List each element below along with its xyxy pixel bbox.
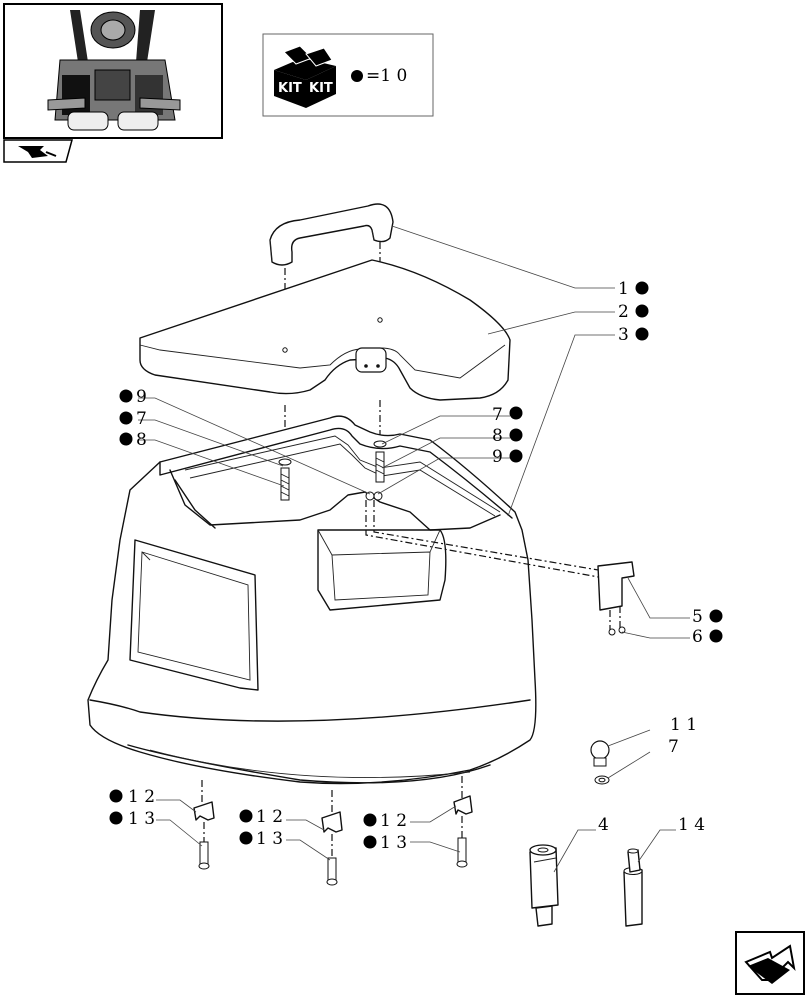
svg-text:3: 3 — [618, 325, 629, 345]
svg-text:1: 1 — [618, 279, 629, 299]
svg-text:2: 2 — [618, 302, 629, 322]
callout-13-center: 1 3 — [239, 829, 283, 849]
svg-text:8: 8 — [136, 430, 147, 450]
svg-text:8: 8 — [492, 426, 503, 446]
pin-part — [623, 848, 643, 927]
callout-6: 6 — [692, 627, 723, 647]
callout-4: 4 — [598, 815, 609, 835]
callout-1: 1 — [618, 279, 649, 299]
console-body-part — [87, 415, 537, 785]
svg-text:1 4: 1 4 — [678, 815, 705, 835]
callout-7-bottom: 7 — [668, 737, 679, 757]
ball-joint-part — [590, 740, 610, 785]
kit-label-left: KIT — [278, 81, 302, 96]
callout-14: 1 4 — [678, 815, 705, 835]
svg-text:1 3: 1 3 — [128, 809, 155, 829]
clip-center — [365, 491, 383, 501]
svg-text:4: 4 — [598, 815, 609, 835]
svg-text:1 3: 1 3 — [256, 829, 283, 849]
callout-8-left: 8 — [119, 430, 147, 450]
svg-text:5: 5 — [692, 607, 703, 627]
lid-part — [139, 259, 511, 401]
svg-text:6: 6 — [692, 627, 703, 647]
previous-page-arrow-icon[interactable] — [3, 139, 73, 163]
handle-part — [269, 203, 394, 266]
kit-label-right: KIT — [309, 81, 333, 96]
svg-text:1 2: 1 2 — [380, 811, 407, 831]
bracket-part — [597, 561, 635, 636]
clip-screw-center — [321, 790, 343, 886]
callout-12-left: 1 2 — [109, 787, 155, 807]
callout-8-right: 8 — [492, 426, 523, 446]
next-page-arrow-icon[interactable] — [735, 931, 805, 995]
callout-7-right: 7 — [492, 405, 523, 425]
clip-screw-right — [453, 776, 473, 868]
svg-text:9: 9 — [136, 387, 147, 407]
clip-screw-left — [193, 780, 215, 870]
kit-box-icon: KIT KIT — [274, 45, 336, 108]
callout-2: 2 — [618, 302, 649, 322]
svg-text:7: 7 — [492, 405, 503, 425]
callout-12-right: 1 2 — [363, 811, 407, 831]
svg-text:1 3: 1 3 — [380, 833, 407, 853]
tractor-cab-thumbnail-icon[interactable] — [3, 3, 223, 139]
callout-5: 5 — [692, 607, 723, 627]
svg-text:1 2: 1 2 — [128, 787, 155, 807]
callout-12-center: 1 2 — [239, 807, 283, 827]
callout-11: 1 1 — [670, 715, 697, 735]
kit-legend-text: =1 0 — [366, 66, 407, 86]
svg-text:9: 9 — [492, 447, 503, 467]
svg-text:1 2: 1 2 — [256, 807, 283, 827]
svg-text:7: 7 — [668, 737, 679, 757]
kit-legend: KIT KIT =1 0 — [262, 33, 434, 117]
callout-9-left: 9 — [119, 387, 147, 407]
svg-text:1 1: 1 1 — [670, 715, 697, 735]
callout-13-right: 1 3 — [363, 833, 407, 853]
callout-3: 3 — [618, 325, 649, 345]
screw-left — [278, 458, 292, 501]
callout-7-left: 7 — [119, 409, 147, 429]
spacer-part — [529, 844, 559, 927]
svg-text:7: 7 — [136, 409, 147, 429]
callout-13-left: 1 3 — [109, 809, 155, 829]
callout-9-right: 9 — [492, 447, 523, 467]
